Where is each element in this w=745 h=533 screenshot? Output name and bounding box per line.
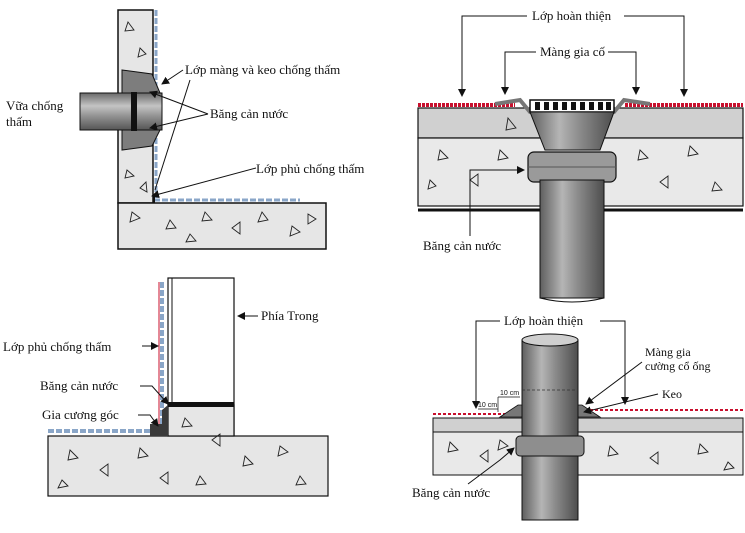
drain-pipe: [539, 179, 605, 299]
corner-slab: [47, 435, 329, 497]
pen-waterstop: [515, 435, 585, 457]
wall-pipe: [79, 92, 163, 131]
label-waterstop-2: Băng cản nước: [423, 238, 501, 253]
pen-slab-top: [432, 417, 744, 433]
dim-side: 10 cm: [478, 402, 497, 409]
pen-reinforce: [498, 404, 523, 418]
label-corner: Gia cương góc: [42, 407, 119, 422]
label-reinforce-1: Màng gia cố: [540, 44, 605, 59]
panel-floor-drain: Lớp hoàn thiện Màng gia cố Băng cản nước: [417, 8, 744, 303]
label-membrane-glue: Lớp màng và keo chống thấm: [185, 62, 340, 77]
pen-slab: [432, 431, 744, 476]
panel-wall-corner: Phía Trong Lớp phủ chống thấm Băng cản n…: [3, 277, 329, 497]
pen-pipe: [521, 339, 579, 521]
label-glue: Keo: [662, 387, 682, 401]
corner-waterstop: [168, 402, 234, 407]
label-waterstop-3: Băng cản nước: [40, 378, 118, 393]
label-finish-2: Lớp hoàn thiện: [504, 313, 584, 328]
label-coating-1: Lớp phủ chống thấm: [256, 161, 364, 176]
label-waterstop-4: Băng cản nước: [412, 485, 490, 500]
label-finish-1: Lớp hoàn thiện: [532, 8, 612, 23]
wall-aggregate: [124, 21, 317, 243]
corner-reinforce: [150, 405, 168, 436]
label-waterstop-1: Băng cản nước: [210, 106, 288, 121]
dim-top: 10 cm: [500, 390, 519, 397]
slab-concrete: [117, 202, 327, 250]
label-coating-2: Lớp phủ chống thấm: [3, 339, 111, 354]
label-inside: Phía Trong: [261, 308, 319, 323]
